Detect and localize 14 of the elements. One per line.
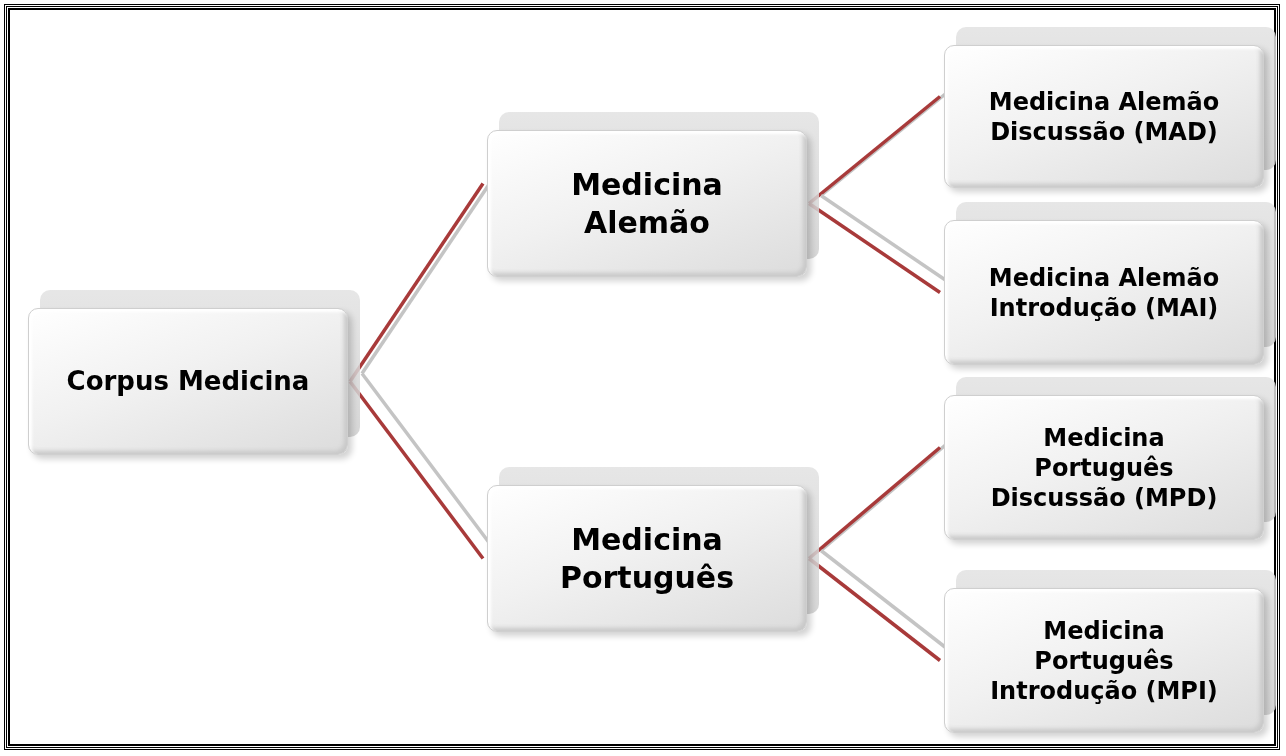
node-box: [944, 588, 1264, 733]
node-label: Medicina Português: [558, 521, 736, 596]
node-label: Corpus Medicina: [66, 365, 310, 398]
node-label: Medicina Alemão: [570, 166, 724, 241]
node-box: [944, 395, 1264, 540]
node-label: Medicina Português Discussão (MPD): [989, 422, 1219, 513]
node-box: [944, 220, 1264, 365]
node-label: Medicina Português Introdução (MPI): [989, 615, 1219, 706]
node-label: Medicina Alemão Introdução (MAI): [987, 262, 1221, 323]
node-label: Medicina Alemão Discussão (MAD): [987, 86, 1221, 147]
node-box: [487, 130, 807, 277]
node-box: [487, 485, 807, 632]
node-box: [28, 308, 348, 455]
node-box: [944, 45, 1264, 188]
